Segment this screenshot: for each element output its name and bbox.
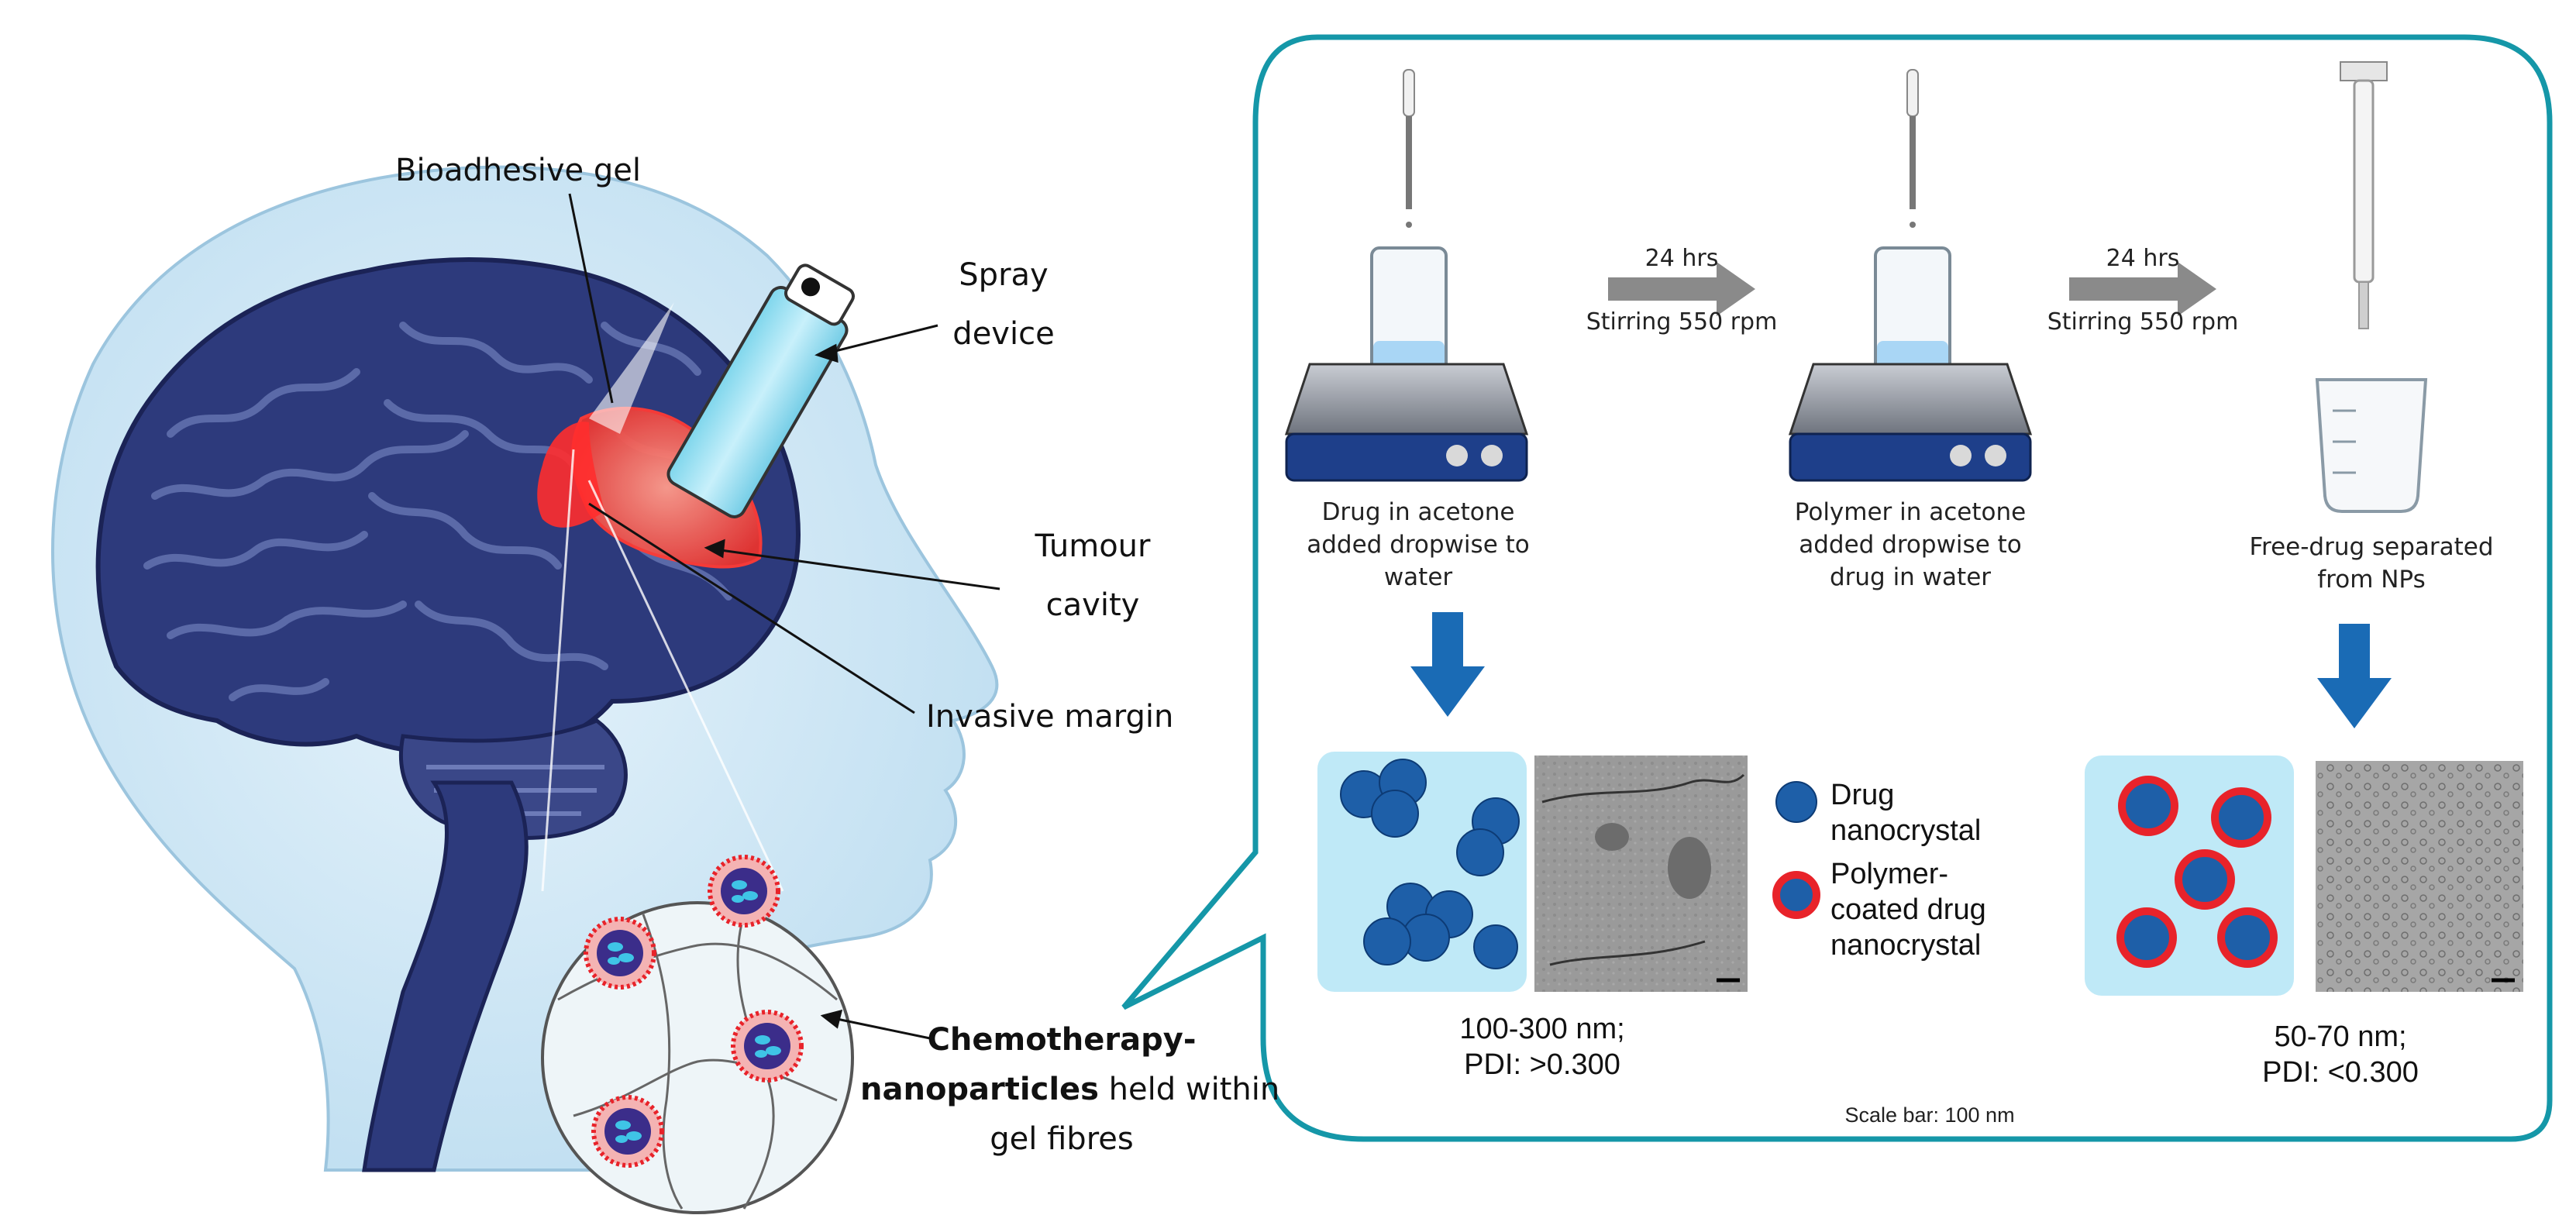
step3-setup	[2315, 61, 2428, 513]
label-spray-line1: Spray	[959, 257, 1049, 293]
tem-image-coated	[2316, 761, 2523, 992]
result-uncoated-pdi: PDI: >0.300	[1464, 1048, 1620, 1081]
label-tumour-cavity: Tumour cavity	[1023, 527, 1162, 625]
result-coated-panel	[2085, 756, 2294, 996]
caption-step1: Drug in acetone added dropwise to water	[1290, 496, 1546, 594]
gel-zoom-circle	[541, 855, 854, 1214]
head-illustration	[51, 165, 999, 1172]
caption-step2-line1: Polymer in acetone	[1794, 498, 2027, 526]
annotation-pointers	[568, 193, 1000, 1040]
label-tumour-line2: cavity	[1045, 587, 1140, 623]
legend-drug-line2: nanocrystal	[1830, 814, 1982, 847]
scale-bar-caption: Scale bar: 100 nm	[1844, 1103, 2015, 1127]
result-uncoated-size: 100-300 nm; PDI: >0.300	[1418, 1011, 1666, 1082]
chemo-nanoparticle	[708, 855, 780, 928]
spray-plume	[589, 302, 674, 434]
tem-image-uncoated	[1534, 756, 1748, 992]
label-np-bold: nanoparticles	[860, 1072, 1099, 1107]
down-arrow-right	[2317, 624, 2392, 728]
result-coated-size-line1: 50-70 nm;	[2274, 1021, 2407, 1053]
caption-step2-line2: added dropwise to	[1799, 531, 2022, 559]
chemo-nanoparticle	[731, 1010, 804, 1082]
chemo-nanoparticle	[591, 1095, 664, 1168]
caption-step1-line2: added dropwise to	[1307, 531, 1530, 559]
label-np-rest: held within	[1098, 1072, 1280, 1107]
result-coated-pdi: PDI: <0.300	[2262, 1056, 2419, 1089]
caption-step1-line3: water	[1383, 563, 1453, 591]
arrow1-stirring: Stirring 550 rpm	[1586, 308, 1778, 336]
spray-nozzle-icon	[801, 277, 821, 297]
caption-step3-line1: Free-drug separated	[2249, 533, 2494, 561]
chemo-nanoparticle	[584, 917, 656, 990]
label-spray-device: Spray device	[926, 256, 1081, 353]
result-coated-size: 50-70 nm; PDI: <0.300	[2216, 1019, 2464, 1090]
label-np-line3: gel fibres	[990, 1121, 1134, 1157]
legend-drug-line1: Drug	[1830, 779, 1895, 811]
legend-drug-label: Drug nanocrystal	[1830, 777, 1981, 848]
label-tumour-line1: Tumour	[1035, 528, 1151, 564]
caption-step1-line1: Drug in acetone	[1321, 498, 1515, 526]
caption-step3: Free-drug separated from NPs	[2247, 531, 2495, 596]
label-nanoparticles: Chemotherapy- nanoparticles held within …	[860, 1015, 1279, 1164]
arrow2-stirring: Stirring 550 rpm	[2047, 308, 2239, 336]
caption-step2: Polymer in acetone added dropwise to dru…	[1782, 496, 2038, 594]
arrow2-duration: 24 hrs	[2106, 245, 2180, 272]
label-spray-line2: device	[952, 316, 1055, 352]
legend-coated-line2: coated drug	[1830, 893, 1986, 926]
brainstem	[362, 780, 529, 1172]
label-invasive-margin: Invasive margin	[926, 699, 1174, 735]
process-arrow-1	[1608, 262, 1755, 316]
step1-setup	[1284, 69, 1529, 482]
legend-drug-nanocrystal-icon	[1775, 781, 1817, 823]
arrow1-duration: 24 hrs	[1644, 245, 1719, 272]
caption-step3-line2: from NPs	[2317, 566, 2426, 594]
spray-nozzle-cap	[784, 263, 855, 326]
result-uncoated-panel	[1317, 752, 1527, 992]
legend-coated-line1: Polymer-	[1830, 858, 1949, 890]
legend-coated-label: Polymer- coated drug nanocrystal	[1830, 856, 1986, 963]
caption-step2-line3: drug in water	[1829, 563, 1992, 591]
process-arrow-2	[2069, 262, 2216, 316]
result-uncoated-size-line1: 100-300 nm;	[1459, 1013, 1625, 1045]
spray-device	[666, 263, 855, 518]
legend-coated-line3: nanocrystal	[1830, 929, 1982, 962]
label-bioadhesive-gel: Bioadhesive gel	[395, 153, 641, 188]
label-np-line1: Chemotherapy-	[927, 1022, 1197, 1058]
down-arrow-left	[1410, 612, 1485, 717]
beaker-icon	[2315, 378, 2428, 513]
step2-setup	[1788, 69, 2033, 482]
legend-coated-nanocrystal-icon	[1772, 871, 1820, 919]
